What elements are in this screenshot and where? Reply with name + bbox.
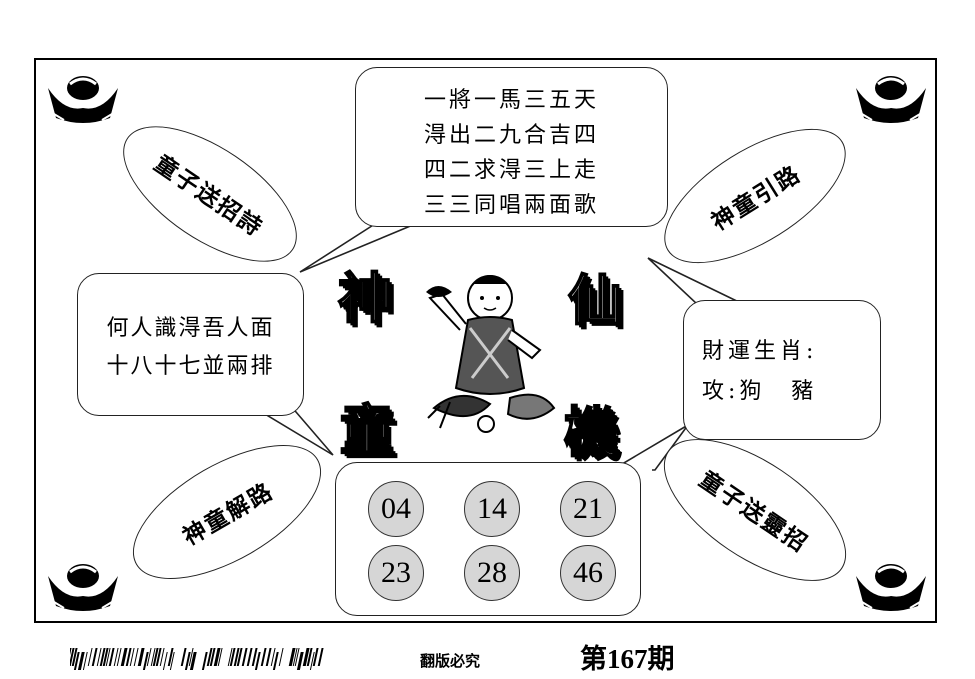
ellipse-bottom-left-label: 神童解路 — [178, 478, 279, 551]
copyright-notice: 翻版必究 — [420, 652, 481, 670]
number-ball: 28 — [464, 545, 520, 601]
riddle-line-1: 何人識淂吾人面 — [106, 316, 275, 341]
number-ball: 46 — [560, 545, 616, 601]
page-frame — [34, 58, 937, 623]
poem-line-3: 四二求淂三上走 — [423, 158, 599, 183]
riddle-bubble: 何人識淂吾人面 十八十七並兩排 — [77, 273, 304, 416]
gold-ingot-icon — [48, 76, 118, 123]
poem-bubble: 一將一馬三五天 淂出二九合吉四 四二求淂三上走 三三同唱兩面歌 — [355, 67, 668, 227]
gold-ingot-icon — [856, 564, 926, 611]
big-char-shen: 神 — [337, 266, 393, 331]
riddle-line-2: 十八十七並兩排 — [106, 354, 275, 379]
zodiac-heading: 財運生肖: — [702, 339, 818, 364]
number-ball: 14 — [464, 481, 520, 537]
numbers-box: 04 14 21 23 28 46 — [335, 462, 641, 616]
number-ball: 04 — [368, 481, 424, 537]
gold-ingot-icon — [856, 76, 926, 123]
barcode-strip — [70, 648, 324, 670]
number-ball: 23 — [368, 545, 424, 601]
child-figure-illustration — [426, 275, 556, 433]
poem-line-2: 淂出二九合吉四 — [423, 123, 599, 148]
gold-ingot-icon — [48, 564, 118, 611]
zodiac-picks: 攻:狗 豬 — [702, 379, 818, 404]
number-ball: 21 — [560, 481, 616, 537]
zodiac-bubble: 財運生肖: 攻:狗 豬 — [683, 300, 881, 440]
ellipse-top-right-label: 神童引路 — [707, 161, 806, 237]
poem-line-4: 三三同唱兩面歌 — [423, 193, 599, 218]
poem-line-1: 一將一馬三五天 — [423, 88, 599, 113]
big-char-tong: 童 — [339, 398, 395, 463]
issue-number: 第167期 — [580, 644, 675, 674]
big-char-ji: 機 — [563, 400, 619, 465]
big-char-xian: 仙 — [567, 268, 623, 333]
